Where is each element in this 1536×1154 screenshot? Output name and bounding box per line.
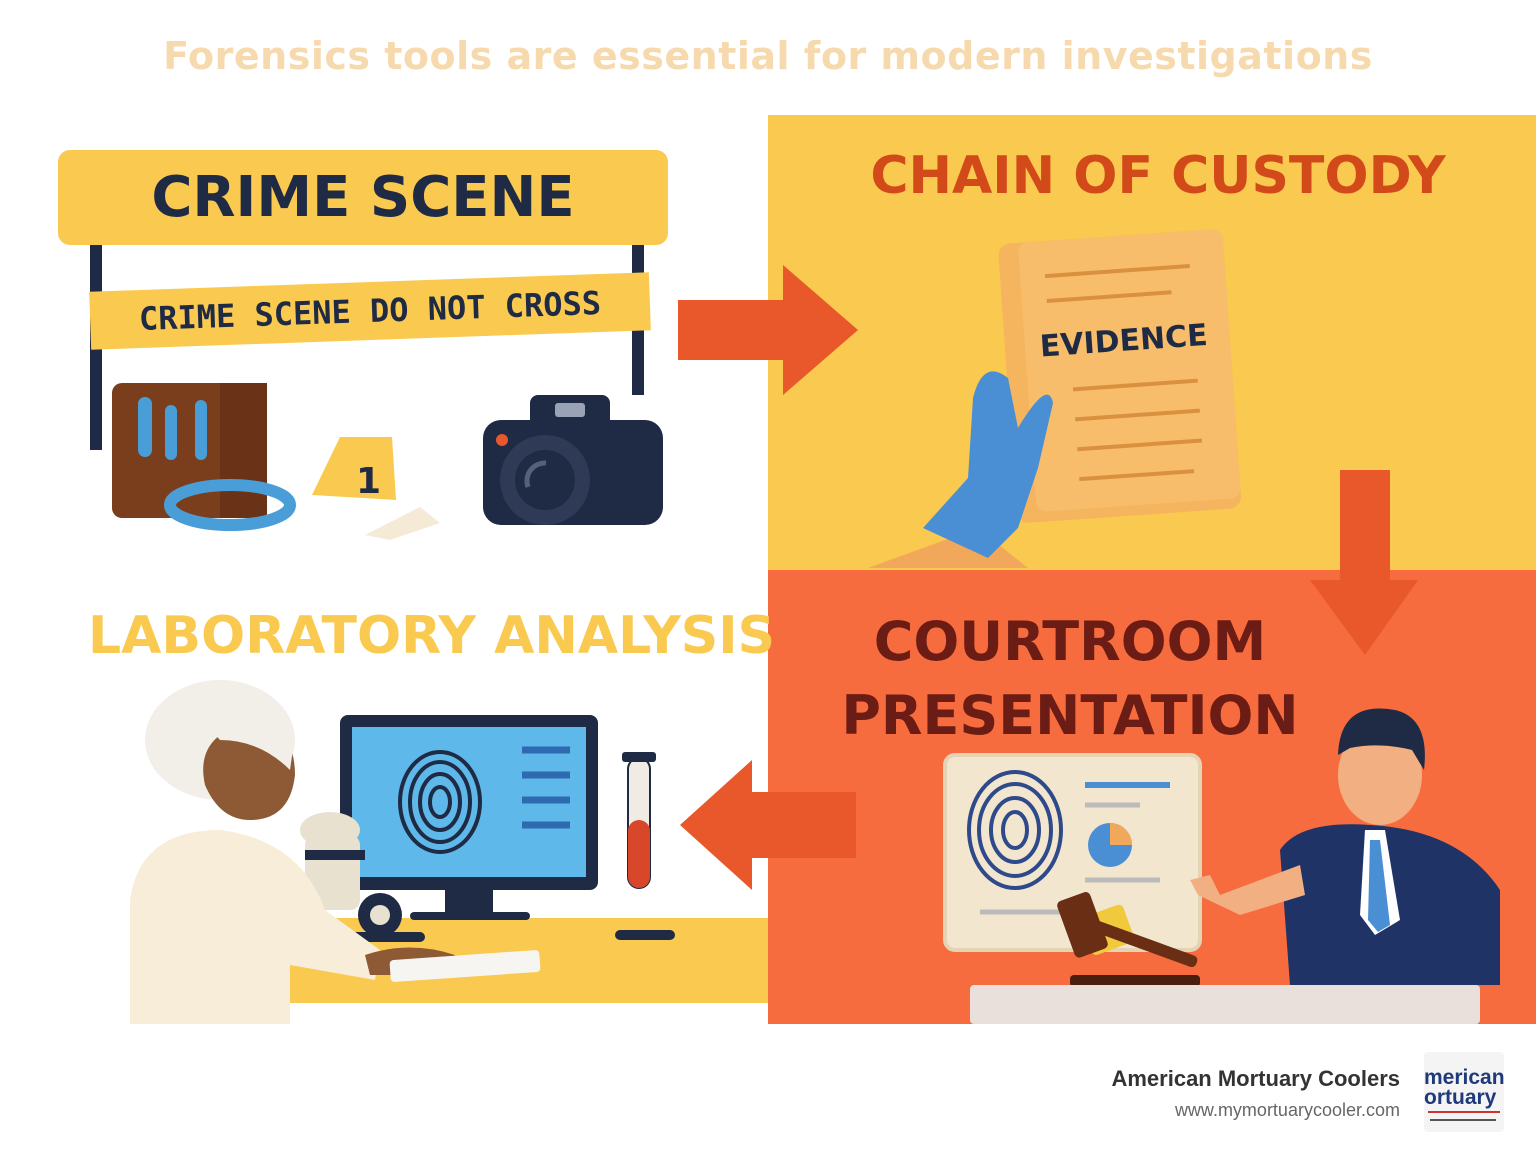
page-title: Forensics tools are essential for modern… xyxy=(163,34,1373,78)
laboratory-heading: LABORATORY ANALYSIS xyxy=(88,606,776,666)
glove-icon xyxy=(923,371,1053,558)
camera-icon xyxy=(483,395,663,525)
arrow-right-icon xyxy=(678,265,858,395)
arrow-down-icon xyxy=(1310,470,1418,655)
svg-text:merican: merican xyxy=(1424,1066,1504,1089)
gavel-icon xyxy=(1057,892,1200,987)
courtroom-heading-line1: COURTROOM xyxy=(873,610,1267,673)
brand-logo: merican ortuary xyxy=(1424,1052,1504,1132)
fingerprint-icon xyxy=(967,770,1063,890)
microscope-icon xyxy=(300,812,425,942)
laboratory-illustration xyxy=(130,680,768,1024)
chain-of-custody-heading: CHAIN OF CUSTODY xyxy=(870,146,1446,206)
fingerprint-icon xyxy=(398,750,482,854)
scientist-figure xyxy=(130,680,541,1024)
evidence-marker-icon: 1 xyxy=(312,437,440,540)
courtroom-illustration xyxy=(943,708,1500,1024)
brand-url[interactable]: www.mymortuarycooler.com xyxy=(1174,1100,1400,1120)
crime-scene-heading: CRIME SCENE xyxy=(58,150,668,245)
brand-logo-icon: merican ortuary xyxy=(1424,1066,1504,1121)
svg-text:ortuary: ortuary xyxy=(1424,1086,1497,1109)
brand-name: American Mortuary Coolers xyxy=(1111,1066,1400,1091)
crime-scene-tools: 1 xyxy=(112,383,663,540)
evidence-kit-icon xyxy=(112,383,296,531)
svg-text:1: 1 xyxy=(356,461,381,502)
courtroom-heading: COURTROOM PRESENTATION xyxy=(780,605,1360,753)
courtroom-heading-line2: PRESENTATION xyxy=(841,684,1299,747)
test-tube-icon xyxy=(615,752,675,940)
lawyer-figure xyxy=(1190,708,1500,985)
evidence-document-icon: EVIDENCE xyxy=(868,229,1241,568)
arrow-left-icon xyxy=(680,760,856,890)
crime-scene-tape: CRIME SCENE DO NOT CROSS xyxy=(89,272,651,350)
